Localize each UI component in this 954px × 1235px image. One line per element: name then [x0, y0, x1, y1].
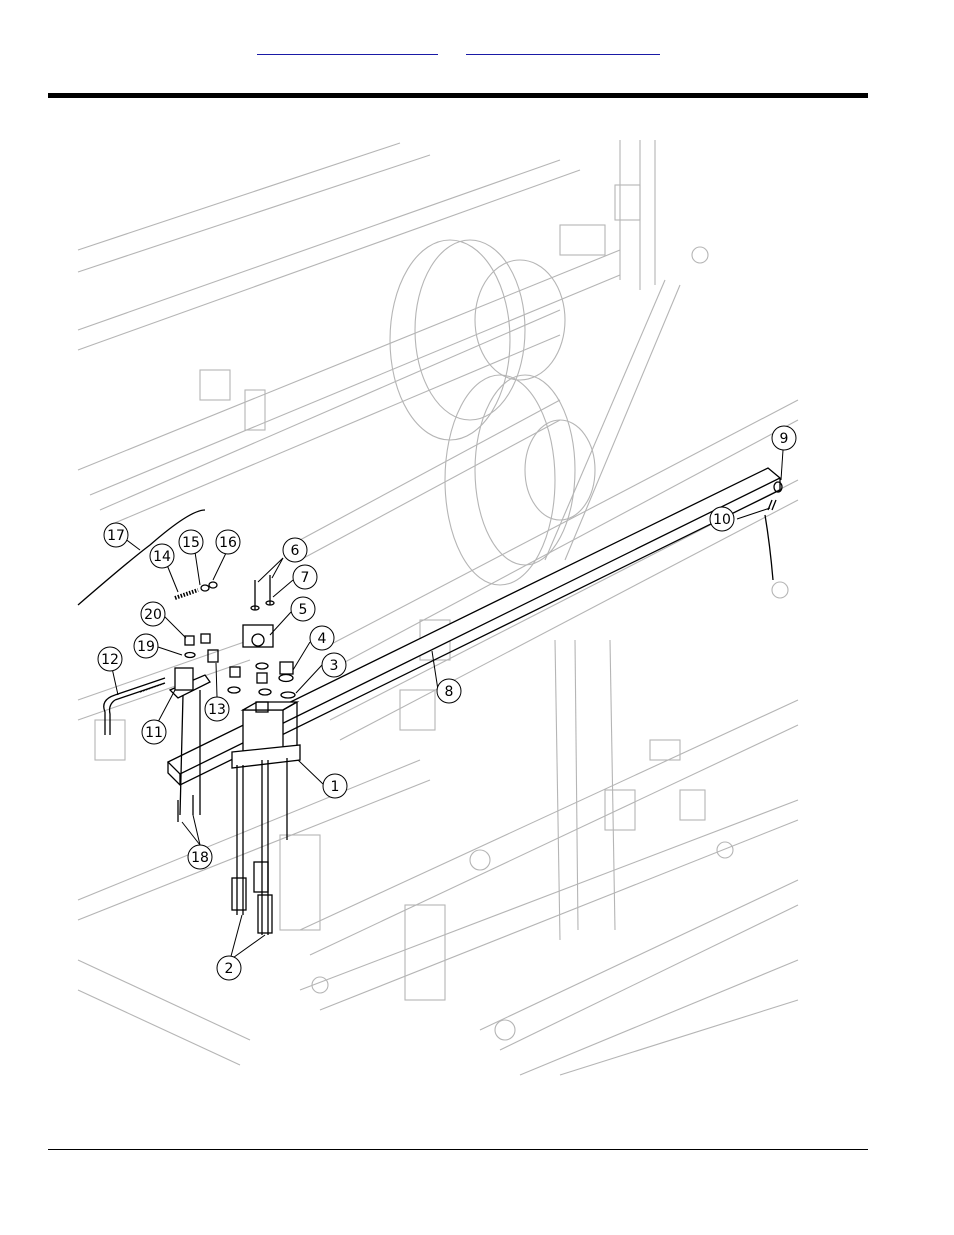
callout-6: 6	[283, 538, 307, 562]
bottom-rule	[48, 1149, 868, 1150]
background-frame-drawing	[78, 140, 798, 1075]
callout-label: 19	[137, 639, 155, 655]
callout-3: 3	[322, 653, 346, 677]
callout-1: 1	[323, 774, 347, 798]
callout-label: 10	[713, 512, 731, 528]
callout-label: 12	[101, 652, 119, 668]
callout-label: 2	[225, 961, 234, 977]
callout-label: 5	[299, 602, 308, 618]
callout-label: 6	[291, 543, 300, 559]
callout-label: 14	[153, 549, 171, 565]
callout-16: 16	[216, 530, 240, 554]
callout-12: 12	[98, 647, 122, 671]
callout-9: 9	[772, 426, 796, 450]
callout-7: 7	[293, 565, 317, 589]
callout-8: 8	[437, 679, 461, 703]
callout-2: 2	[217, 956, 241, 980]
callout-label: 11	[145, 725, 163, 741]
callout-label: 3	[330, 658, 339, 674]
callout-17: 17	[104, 523, 128, 547]
callout-label: 18	[191, 850, 209, 866]
callout-20: 20	[141, 602, 165, 626]
callout-label: 16	[219, 535, 237, 551]
callout-15: 15	[179, 530, 203, 554]
callout-10: 10	[710, 507, 734, 531]
callout-label: 9	[780, 431, 789, 447]
callout-4: 4	[310, 626, 334, 650]
callout-11: 11	[142, 720, 166, 744]
callout-label: 13	[208, 702, 226, 718]
callout-5: 5	[291, 597, 315, 621]
callout-14: 14	[150, 544, 174, 568]
callout-label: 17	[107, 528, 125, 544]
callout-label: 15	[182, 535, 200, 551]
callout-19: 19	[134, 634, 158, 658]
callout-label: 1	[331, 779, 340, 795]
callout-18: 18	[188, 845, 212, 869]
callout-label: 8	[445, 684, 454, 700]
callout-label: 20	[144, 607, 162, 623]
callout-13: 13	[205, 697, 229, 721]
callout-label: 7	[301, 570, 310, 586]
callout-label: 4	[318, 631, 327, 647]
